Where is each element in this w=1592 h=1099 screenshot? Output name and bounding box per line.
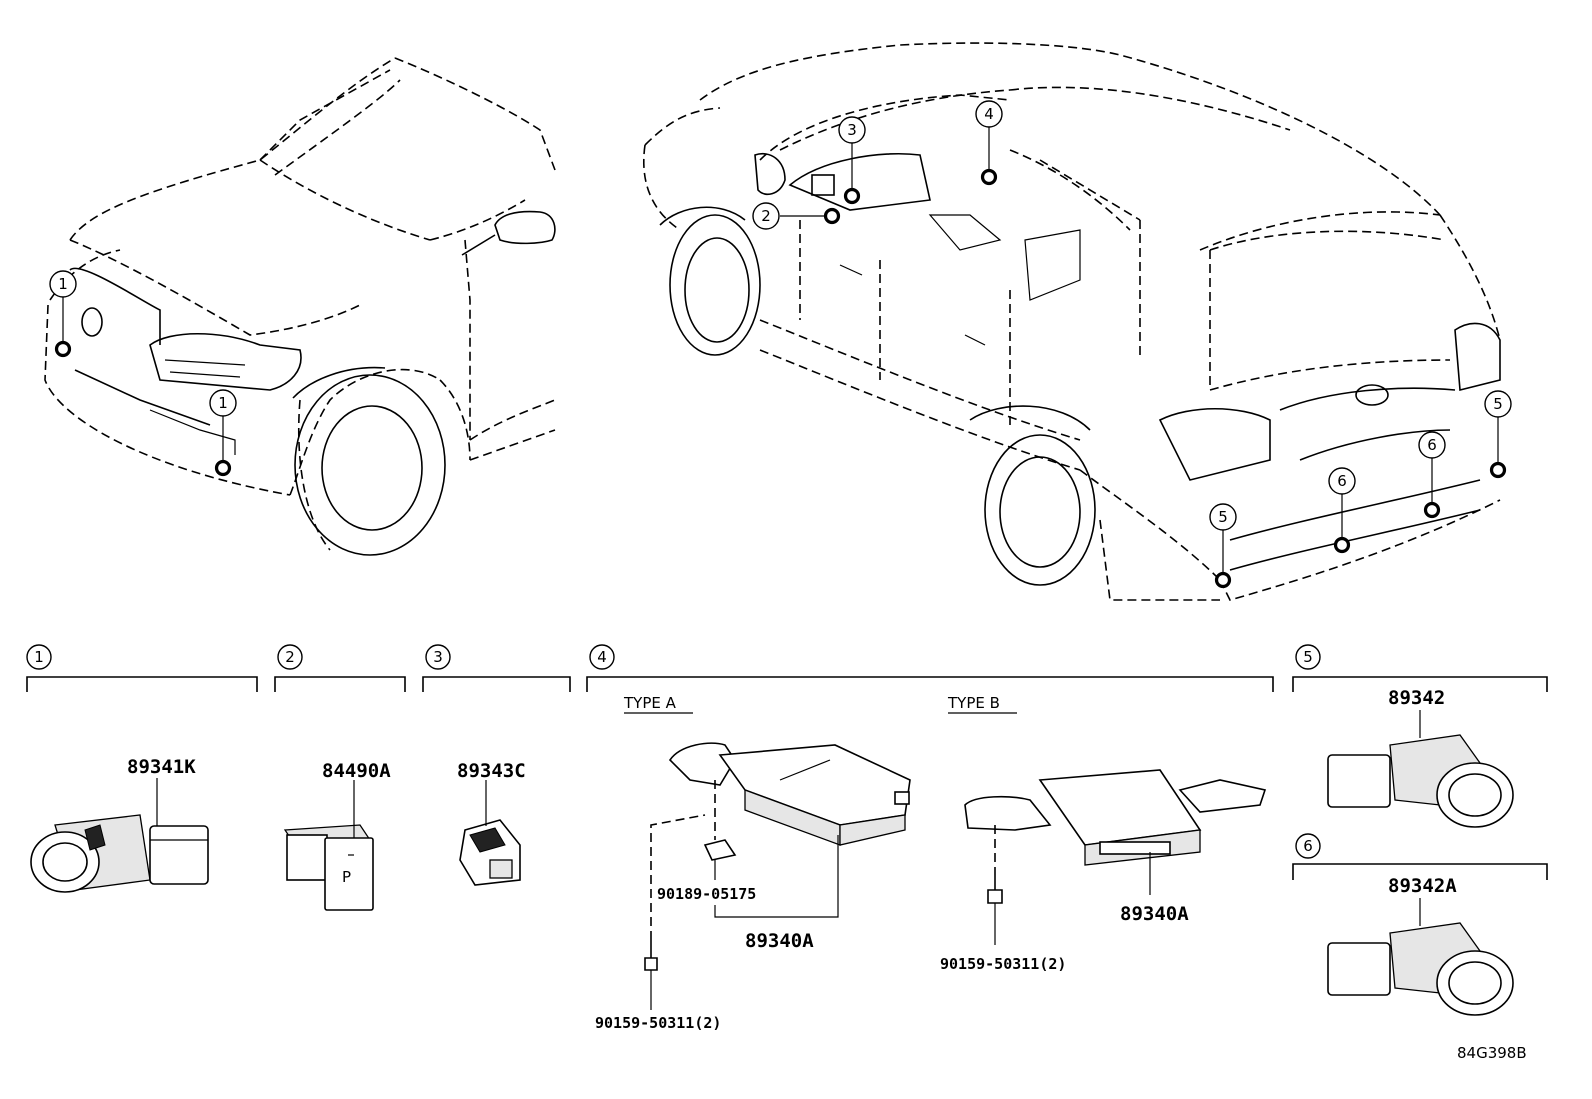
callout-2-vehicle (752, 202, 780, 230)
callout-5-vehicle-b (1484, 390, 1512, 418)
callout-6-vehicle-a-label: 6 (1337, 472, 1347, 490)
section-6-callout (1295, 833, 1321, 859)
section-4-label: 4 (597, 648, 607, 666)
section-6-label: 6 (1303, 837, 1313, 855)
buzzer-part-number: 89343C (457, 760, 526, 782)
front-vehicle-illustration: 1 1 (44, 57, 556, 556)
figure-reference-code: 84G398B (1457, 1044, 1527, 1062)
callout-5-vehicle-b-label: 5 (1493, 395, 1503, 413)
marker-rear-right-corner (1489, 461, 1507, 479)
marker-buzzer (843, 187, 861, 205)
bolt-a-part-number: 90159-50311(2) (595, 1014, 721, 1032)
park-switch-part-number: 84490A (322, 760, 391, 782)
section-brackets: 1 2 3 4 5 6 (26, 644, 1548, 880)
marker-switch (823, 207, 841, 225)
rear-vehicle-illustration: 2 3 4 5 6 6 5 (642, 42, 1512, 601)
marker-rear-left-corner (1214, 571, 1232, 589)
callout-5-vehicle-a (1209, 503, 1237, 531)
module-b-part-number: 89340A (1120, 903, 1189, 925)
section-5-bracket (1292, 676, 1548, 692)
rear-corner-sensor-part: 89342 (1327, 687, 1514, 828)
section-2-callout (277, 644, 303, 670)
rear-corner-sensor-part-number: 89342 (1388, 687, 1445, 709)
section-3-bracket (422, 676, 571, 692)
section-2-bracket (274, 676, 406, 692)
callout-1-front-a (49, 270, 77, 298)
marker-front-left (54, 340, 72, 358)
section-1-callout (26, 644, 52, 670)
rear-center-sensor-part: 89342A (1327, 875, 1514, 1016)
section-3-label: 3 (433, 648, 443, 666)
front-sensor-part-number: 89341K (127, 756, 196, 778)
section-1-label: 1 (34, 648, 44, 666)
module-type-b-part: TYPE B 89340A 90159-50311(2) (940, 694, 1267, 973)
section-5-callout (1295, 644, 1321, 670)
type-a-label: TYPE A (623, 694, 677, 712)
marker-rear-center-right (1423, 501, 1441, 519)
callout-4-vehicle-label: 4 (984, 105, 994, 123)
section-2-label: 2 (285, 648, 295, 666)
callout-4-vehicle (975, 100, 1003, 128)
marker-module (980, 168, 998, 186)
section-1-bracket (26, 676, 258, 692)
rear-center-sensor-part-number: 89342A (1388, 875, 1457, 897)
switch-face-label: P (342, 868, 351, 886)
callout-6-vehicle-b-label: 6 (1427, 436, 1437, 454)
section-6-bracket (1292, 863, 1548, 880)
callout-1-front-a-label: 1 (58, 275, 68, 293)
callout-1-front-b (209, 389, 237, 417)
marker-front-right (214, 459, 232, 477)
module-type-a-part: TYPE A 90189-05175 89340A 90159-50311(2) (595, 694, 911, 1032)
section-3-callout (425, 644, 451, 670)
marker-rear-center-left (1333, 536, 1351, 554)
callout-1-front-b-label: 1 (218, 394, 228, 412)
callout-6-vehicle-a (1328, 467, 1356, 495)
callout-3-vehicle-label: 3 (847, 121, 857, 139)
module-a-part-number: 89340A (745, 930, 814, 952)
section-4-bracket (586, 676, 1274, 692)
nut-part-number: 90189-05175 (657, 885, 756, 903)
callout-6-vehicle-b (1418, 431, 1446, 459)
bolt-b-part-number: 90159-50311(2) (940, 955, 1066, 973)
park-assist-switch-part: P 84490A (283, 760, 391, 911)
callout-5-vehicle-a-label: 5 (1218, 508, 1228, 526)
section-4-callout (589, 644, 615, 670)
section-5-label: 5 (1303, 648, 1313, 666)
callout-3-vehicle (838, 116, 866, 144)
type-b-label: TYPE B (947, 694, 1000, 712)
buzzer-part: 89343C (457, 760, 526, 886)
front-sensor-part: 89341K (30, 756, 209, 893)
callout-2-vehicle-label: 2 (761, 207, 771, 225)
